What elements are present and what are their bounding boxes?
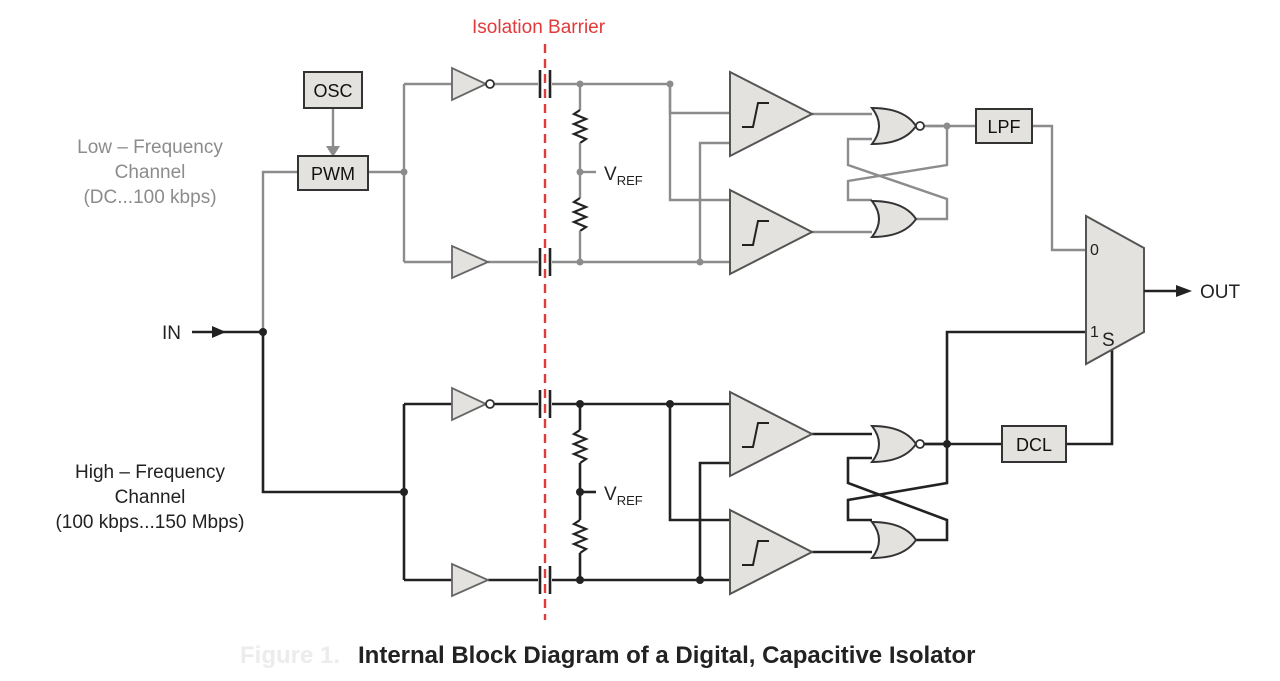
input-label: IN (162, 323, 181, 344)
high-channel-line2: Channel (115, 487, 186, 508)
high-channel-line3: (100 kbps...150 Mbps) (55, 512, 244, 533)
mux-select: S (1102, 330, 1115, 351)
output-multiplexer (1085, 214, 1145, 366)
vref-label-high: VREF (604, 484, 643, 508)
osc-block (303, 71, 363, 109)
vref-label-low: VREF (604, 164, 643, 188)
isolation-barrier-label: Isolation Barrier (472, 17, 606, 38)
figure-number: Figure 1. (240, 642, 340, 669)
low-channel-line3: (DC...100 kbps) (83, 187, 216, 208)
nor-gates (869, 106, 925, 560)
low-channel-line1: Low – Frequency (77, 137, 223, 158)
low-frequency-channel (261, 80, 1086, 332)
comparators (729, 70, 815, 596)
figure-caption: Internal Block Diagram of a Digital, Cap… (358, 642, 976, 669)
osc-label: OSC (313, 81, 352, 101)
high-channel-line1: High – Frequency (75, 462, 225, 483)
mux-input-0: 0 (1090, 242, 1099, 259)
pwm-label: PWM (311, 164, 355, 184)
dcl-label: DCL (1016, 435, 1052, 455)
dcl-block (1001, 425, 1067, 463)
low-channel-line2: Channel (115, 162, 186, 183)
pwm-block (297, 155, 369, 191)
transmit-buffers (451, 66, 495, 598)
lpf-block (975, 108, 1033, 144)
output-label: OUT (1200, 282, 1241, 303)
high-frequency-channel (261, 330, 1114, 584)
mux-input-1: 1 (1090, 324, 1099, 341)
lpf-label: LPF (987, 117, 1020, 137)
isolation-capacitors (538, 70, 552, 594)
